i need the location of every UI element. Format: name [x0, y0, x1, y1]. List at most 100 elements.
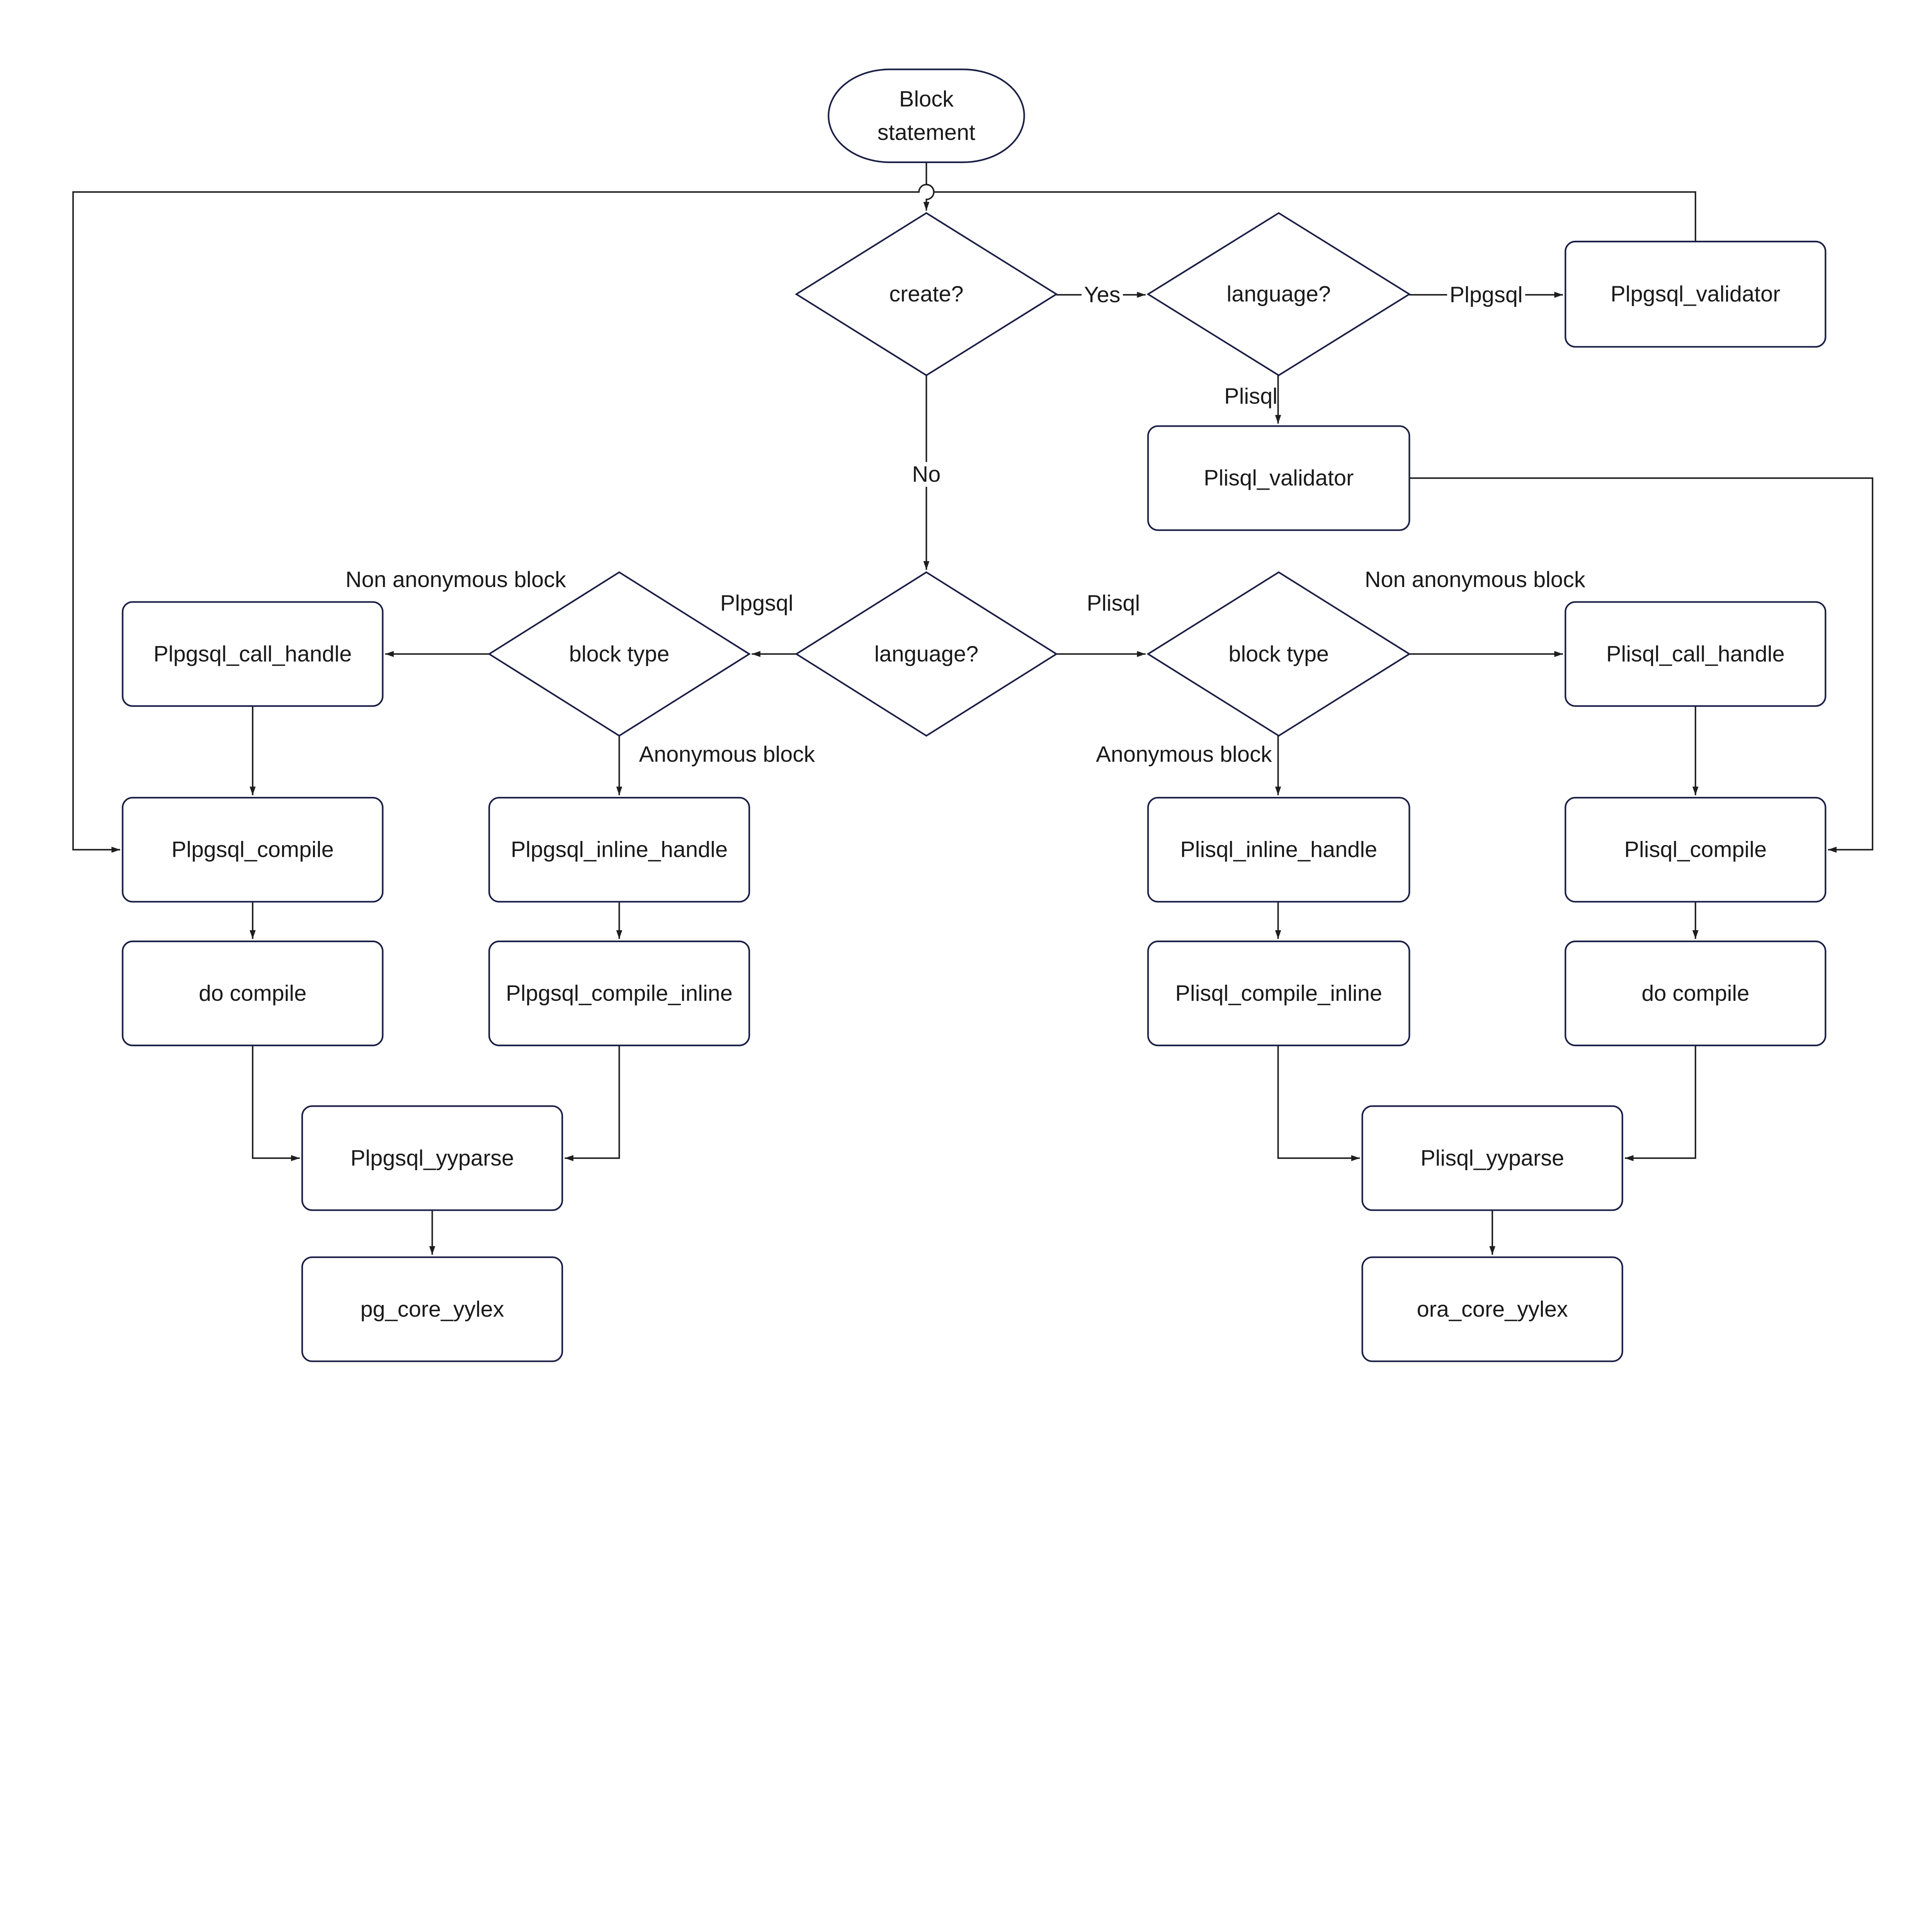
edge-label-text: Plpgsql [720, 591, 793, 616]
node-lang1: language? [1146, 212, 1411, 376]
process-shape [1147, 940, 1410, 1047]
node-plisql-compile-inline: Plisql_compile_inline [1147, 940, 1410, 1047]
process-shape [122, 797, 384, 903]
label-background [910, 462, 943, 487]
node-label: Plisql_compile_inline [1175, 981, 1383, 1006]
process-shape [488, 940, 750, 1047]
edge-label-text: Non anonymous block [345, 567, 566, 592]
node-label: Block [899, 87, 954, 111]
node-label: Plpgsql_compile_inline [506, 981, 733, 1006]
decision-shape [794, 571, 1058, 737]
edge-label-text: Plisql [1087, 591, 1140, 616]
node-label: do compile [1641, 981, 1749, 1006]
node-do-compile-l: do compile [122, 940, 384, 1047]
node-label: language? [874, 642, 978, 666]
edge-label-yes: Yes [1082, 282, 1123, 307]
edge-plisql-validator-to-compile [1409, 477, 1874, 853]
edge-do-compile-r-to-yyparse [1625, 1045, 1696, 1161]
node-label: Plpgsql_yyparse [350, 1146, 514, 1171]
node-plisql-inline-handle: Plisql_inline_handle [1147, 797, 1410, 903]
edge-validator-loop [72, 184, 1696, 853]
node-plpgsql-compile: Plpgsql_compile [122, 797, 384, 903]
node-label: Plisql_inline_handle [1180, 837, 1377, 862]
edge-label-text: Plpgsql [1450, 283, 1523, 307]
process-shape [488, 797, 750, 903]
node-plisql-validator: Plisql_validator [1147, 425, 1410, 531]
process-shape [1565, 601, 1827, 707]
edge-label-lang2-plisql: Plisql [1087, 591, 1140, 616]
process-shape [1361, 1256, 1623, 1362]
node-label: Plpgsql_validator [1611, 282, 1780, 306]
node-label: statement [878, 120, 975, 145]
process-shape [122, 940, 384, 1047]
edge-label-text: Plisql [1224, 384, 1277, 409]
process-shape [1147, 797, 1410, 903]
label-background [1082, 282, 1123, 307]
edge-label-text: Anonymous block [1096, 742, 1272, 767]
label-background [1447, 282, 1526, 307]
node-ora-core-yylex: ora_core_yylex [1361, 1256, 1623, 1362]
edge-compile-inline-r-to-yyparse [1277, 1045, 1360, 1161]
node-do-compile-r: do compile [1565, 940, 1827, 1047]
edge-label-text: Non anonymous block [1365, 567, 1585, 592]
node-lang2: language? [794, 571, 1058, 737]
edge-do-compile-l-to-yyparse [252, 1045, 300, 1161]
decision-shape [1146, 212, 1411, 376]
node-label: Plpgsql_inline_handle [511, 837, 728, 862]
decision-shape [488, 571, 751, 737]
node-label: ora_core_yylex [1417, 1297, 1568, 1322]
edge-label-lang1-plisql: Plisql [1224, 384, 1277, 409]
node-label: Plisql_yyparse [1420, 1146, 1564, 1171]
edge-compile-inline-l-to-yyparse [565, 1045, 620, 1161]
node-plpgsql-inline-handle: Plpgsql_inline_handle [488, 797, 750, 903]
process-shape [1565, 797, 1827, 903]
node-label: language? [1227, 282, 1331, 306]
node-label: Plisql_compile [1624, 837, 1767, 862]
nodes: Block statement create? language? Plpgsql_va… [122, 68, 1827, 1362]
node-label: do compile [199, 981, 306, 1006]
process-shape [1565, 940, 1827, 1047]
edge-label-no: No [910, 462, 943, 487]
node-plisql-compile: Plisql_compile [1565, 797, 1827, 903]
node-plpgsql-yyparse: Plpgsql_yyparse [301, 1105, 563, 1211]
node-plisql-call-handle: Plisql_call_handle [1565, 601, 1827, 707]
process-shape [1147, 425, 1410, 531]
node-label: Plpgsql_call_handle [153, 642, 352, 666]
node-pg-core-yylex: pg_core_yylex [301, 1256, 563, 1362]
flowchart: Block statement create? language? Plpgsql_va… [72, 68, 1874, 1362]
node-plisql-yyparse: Plisql_yyparse [1361, 1105, 1623, 1211]
node-create: create? [794, 212, 1058, 376]
edge-label-text: No [912, 462, 941, 487]
process-shape [1565, 240, 1827, 348]
process-shape [301, 1105, 563, 1211]
edge-label-lang1-plpgsql: Plpgsql [1447, 282, 1526, 307]
node-label: Plpgsql_compile [172, 837, 334, 862]
decision-shape [1146, 571, 1411, 737]
edge-label-nonanon-l: Non anonymous block [345, 567, 566, 592]
node-label: block type [1228, 642, 1329, 666]
node-label: block type [569, 642, 670, 666]
decision-shape [794, 212, 1058, 376]
edge-label-text: Anonymous block [639, 742, 815, 767]
node-btype-l: block type [488, 571, 751, 737]
terminator-shape [828, 68, 1025, 163]
process-shape [301, 1256, 563, 1362]
node-plpgsql-validator: Plpgsql_validator [1565, 240, 1827, 348]
edge-label-lang2-plpgsql: Plpgsql [720, 591, 793, 616]
edge-label-anon-r: Anonymous block [1096, 742, 1272, 767]
edge-start-to-create [923, 162, 935, 211]
node-label: pg_core_yylex [361, 1297, 504, 1322]
node-btype-r: block type [1146, 571, 1411, 737]
node-plpgsql-call-handle: Plpgsql_call_handle [122, 601, 384, 707]
edge-label-nonanon-r: Non anonymous block [1365, 567, 1585, 592]
node-plpgsql-compile-inline: Plpgsql_compile_inline [488, 940, 750, 1047]
edges [72, 162, 1874, 1255]
node-label: Plisql_call_handle [1606, 642, 1785, 666]
process-shape [122, 601, 384, 707]
node-label: Plisql_validator [1204, 466, 1354, 490]
node-start: Block statement [828, 68, 1025, 163]
edge-label-text: Yes [1084, 283, 1121, 307]
edge-label-anon-l: Anonymous block [639, 742, 815, 767]
process-shape [1361, 1105, 1623, 1211]
